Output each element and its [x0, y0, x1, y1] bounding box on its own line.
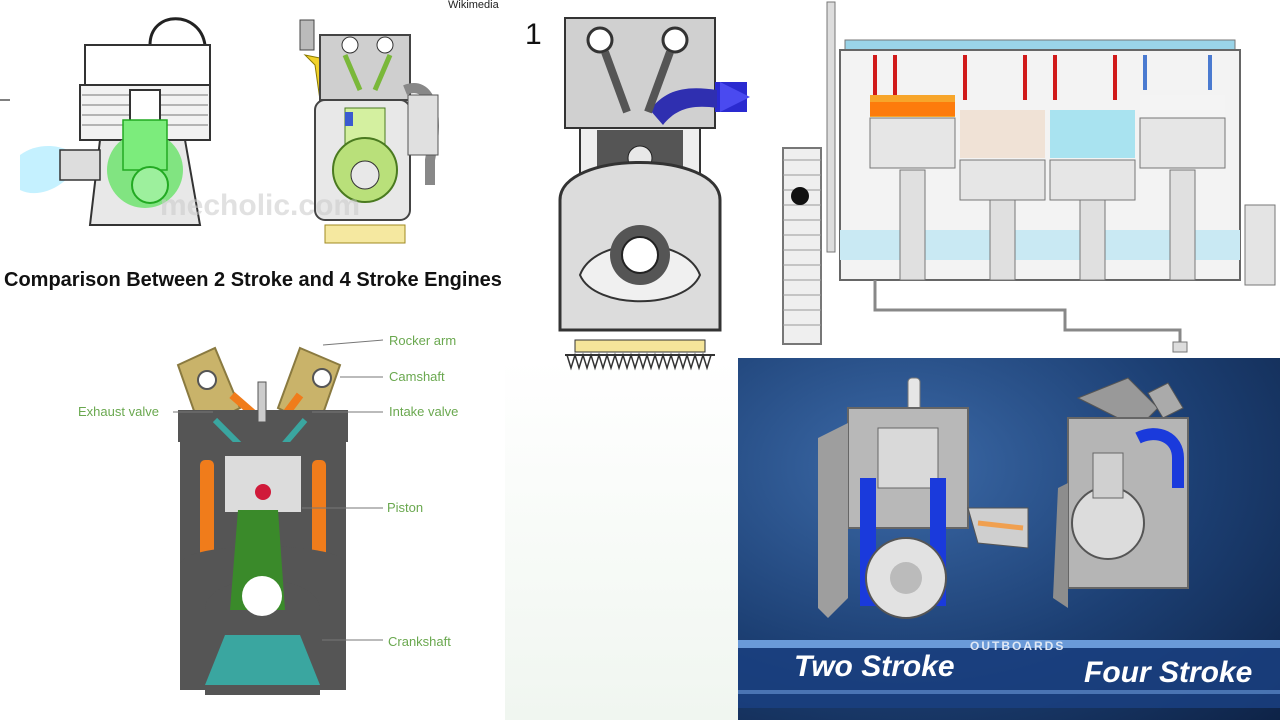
source-credit: Wikimedia: [448, 0, 500, 11]
outboard-engines-render: OUTBOARDS Two Stroke Four Stroke: [738, 377, 1280, 708]
outboards-banner: OUTBOARDS: [970, 639, 1065, 653]
camshaft-label: Camshaft: [389, 369, 445, 384]
four-stroke-render: [1053, 377, 1189, 608]
rocker-arm-label: Rocker arm: [389, 333, 456, 348]
comparison-caption: Comparison Between 2 Stroke and 4 Stroke…: [4, 269, 502, 291]
comparison-panel: Wikimedia mecholic.com Comparison Betwee…: [0, 0, 505, 300]
four-stroke-title: Four Stroke: [1084, 656, 1252, 689]
comparison-illustration: Wikimedia mecholic.com Comparison Betwee…: [0, 0, 502, 291]
exhaust-valve-label: Exhaust valve: [78, 404, 159, 419]
watermark: mecholic.com: [160, 189, 360, 222]
two-stroke-render: [818, 377, 1029, 619]
two-stroke-title: Two Stroke: [794, 650, 955, 683]
frame-number: 1: [525, 18, 542, 51]
anatomy-panel: Rocker arm Camshaft Exhaust valve Intake…: [0, 300, 505, 720]
piston-label: Piston: [387, 500, 423, 515]
intake-valve-label: Intake valve: [389, 404, 458, 419]
outboards-panel: OUTBOARDS Two Stroke Four Stroke: [738, 358, 1280, 720]
two-stroke-engine-drawing: [0, 17, 211, 226]
four-stroke-anatomy-diagram: Rocker arm Camshaft Exhaust valve Intake…: [78, 333, 458, 695]
inline-four-cylinder-illustration: [782, 1, 1276, 353]
cycle-frame-panel: 1: [505, 0, 775, 720]
crankshaft-label: Crankshaft: [388, 634, 451, 649]
intake-stroke-illustration: 1: [525, 17, 750, 371]
four-stroke-engine-drawing: [299, 19, 439, 244]
inline-engine-panel: [775, 0, 1280, 358]
